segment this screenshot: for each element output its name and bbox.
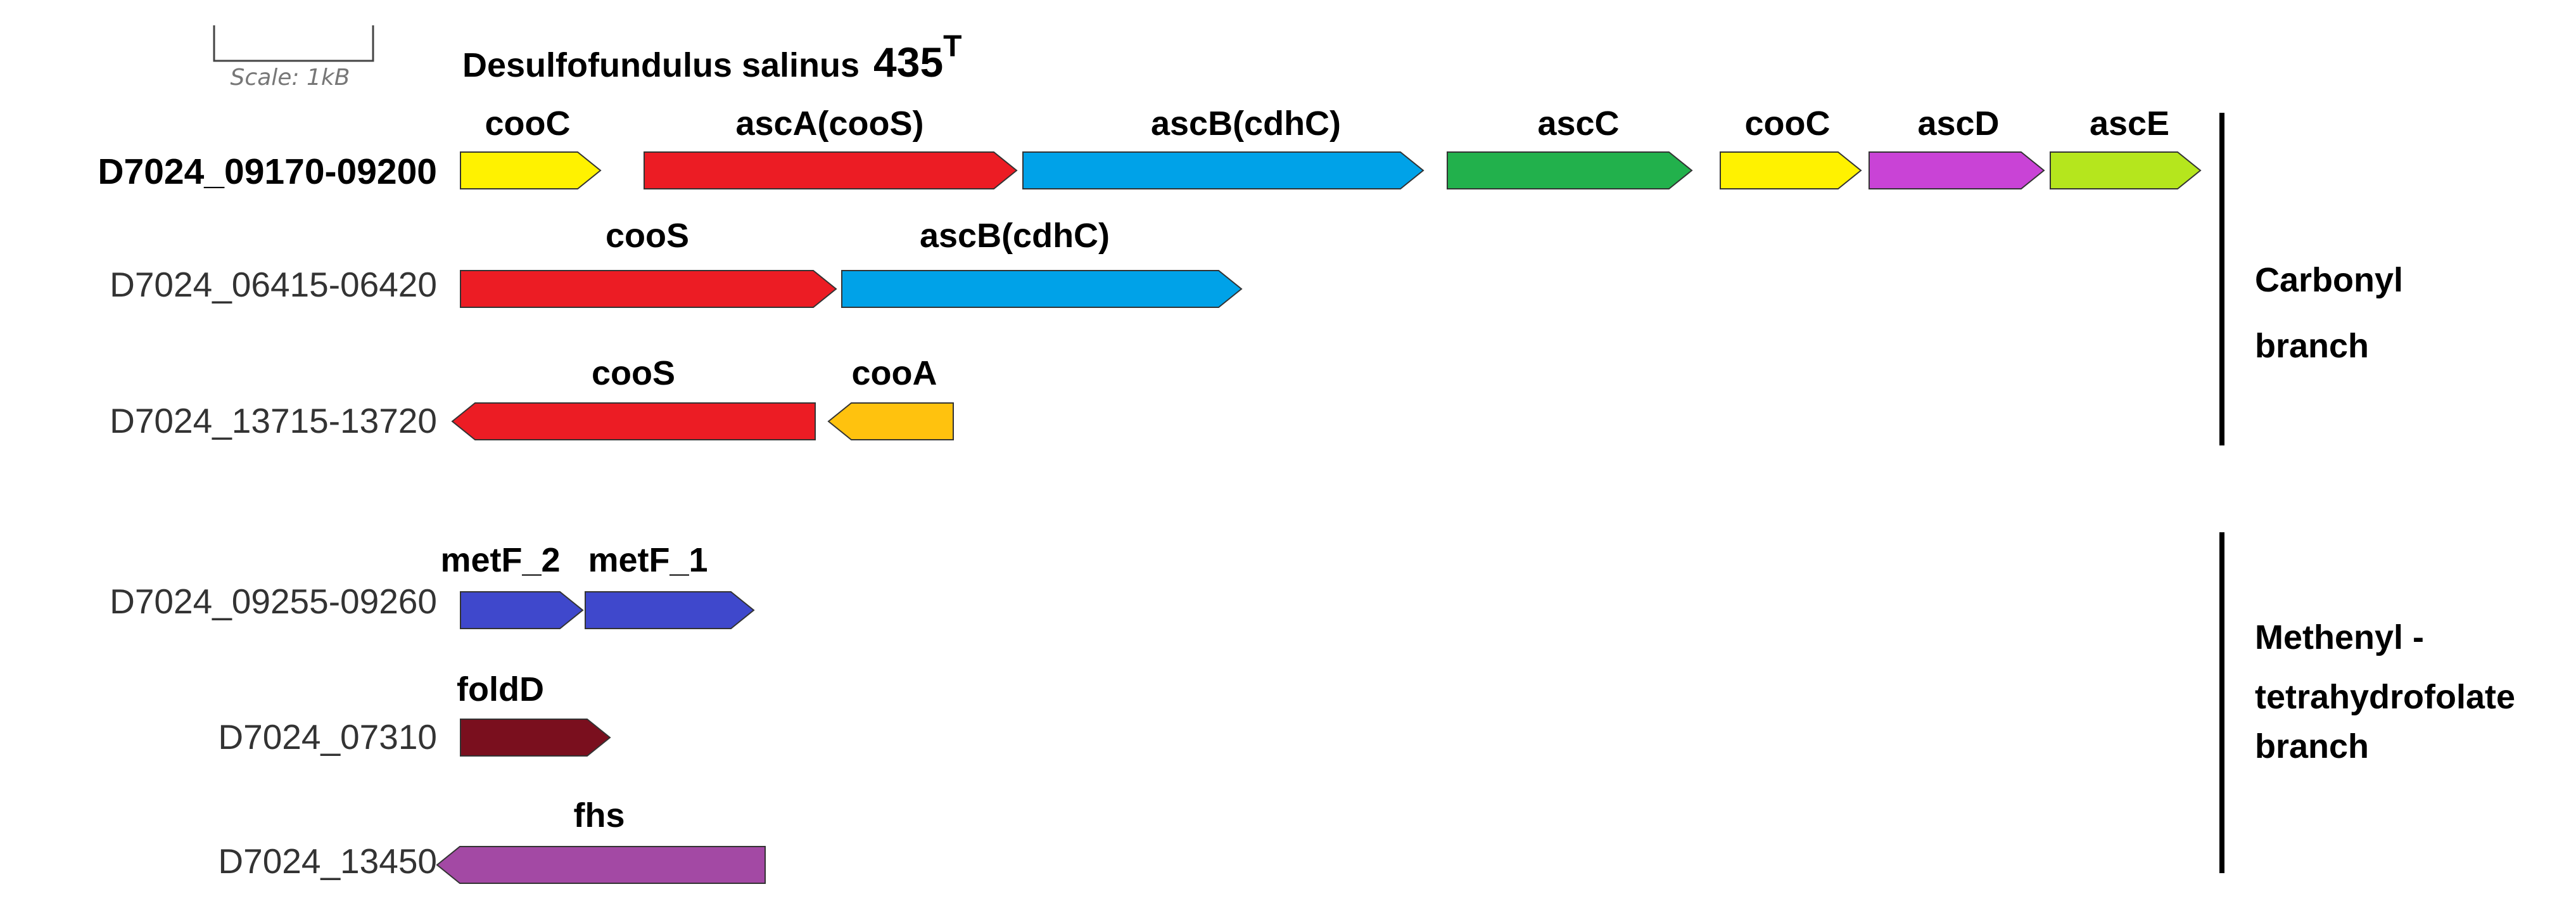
locus-label-4: D7024_09255-09260 xyxy=(110,582,437,621)
gene-label: metF_2 xyxy=(440,541,560,579)
gene-arrow-ascbcdhc xyxy=(1022,151,1424,189)
carbonyl-branch-label: Carbonyl branch xyxy=(2255,261,2413,365)
gene-arrow-cooc xyxy=(460,151,602,189)
gene-arrow-metf_1 xyxy=(585,591,755,629)
scale-label: Scale: 1kB xyxy=(231,65,350,91)
gene-arrow-coos xyxy=(451,402,816,440)
gene-label: foldD xyxy=(457,670,544,708)
locus-label-3: D7024_13715-13720 xyxy=(110,401,437,440)
gene-arrow-fhs xyxy=(436,846,766,884)
locus-label-6: D7024_13450 xyxy=(218,841,437,881)
gene-label: fhs xyxy=(574,796,625,834)
organism-name: Desulfofundulus salinus xyxy=(462,46,860,84)
gene-label: cooC xyxy=(485,105,571,143)
gene-arrows xyxy=(436,151,2202,884)
gene-arrow-ascacoos xyxy=(644,151,1018,189)
strain-number: 435 xyxy=(873,39,943,86)
gene-arrow-cooa xyxy=(827,402,954,440)
gene-label: cooC xyxy=(1745,105,1830,143)
gene-label: ascB(cdhC) xyxy=(920,217,1110,255)
gene-arrow-foldd xyxy=(460,719,611,757)
gene-label: ascA(cooS) xyxy=(735,105,923,143)
scale-bar xyxy=(213,25,374,62)
gene-label: cooS xyxy=(606,217,689,255)
gene-label: ascC xyxy=(1537,105,1619,143)
gene-label: ascD xyxy=(1917,105,1999,143)
gene-arrow-asce xyxy=(2050,151,2202,189)
strain-type-superscript: T xyxy=(943,30,961,63)
locus-label-2: D7024_06415-06420 xyxy=(110,265,437,304)
organism-title: Desulfofundulus salinus 435T xyxy=(462,30,962,86)
gene-arrow-cooc xyxy=(1720,151,1862,189)
gene-label: metF_1 xyxy=(588,541,707,579)
locus-label-1: D7024_09170-09200 xyxy=(98,151,437,192)
gene-label: cooA xyxy=(852,354,937,392)
locus-label-5: D7024_07310 xyxy=(218,717,437,757)
gene-label: cooS xyxy=(592,354,675,392)
gene-label: ascE xyxy=(2090,105,2169,143)
gene-arrow-coos xyxy=(460,270,837,308)
gene-arrow-metf_2 xyxy=(460,591,584,629)
gene-label: ascB(cdhC) xyxy=(1151,105,1341,143)
gene-arrow-ascd xyxy=(1869,151,2045,189)
gene-arrow-ascbcdhc xyxy=(841,270,1243,308)
gene-arrow-ascc xyxy=(1447,151,1693,189)
methenyl-branch-label: Methenyl - tetrahydrofolate branch xyxy=(2255,618,2525,765)
